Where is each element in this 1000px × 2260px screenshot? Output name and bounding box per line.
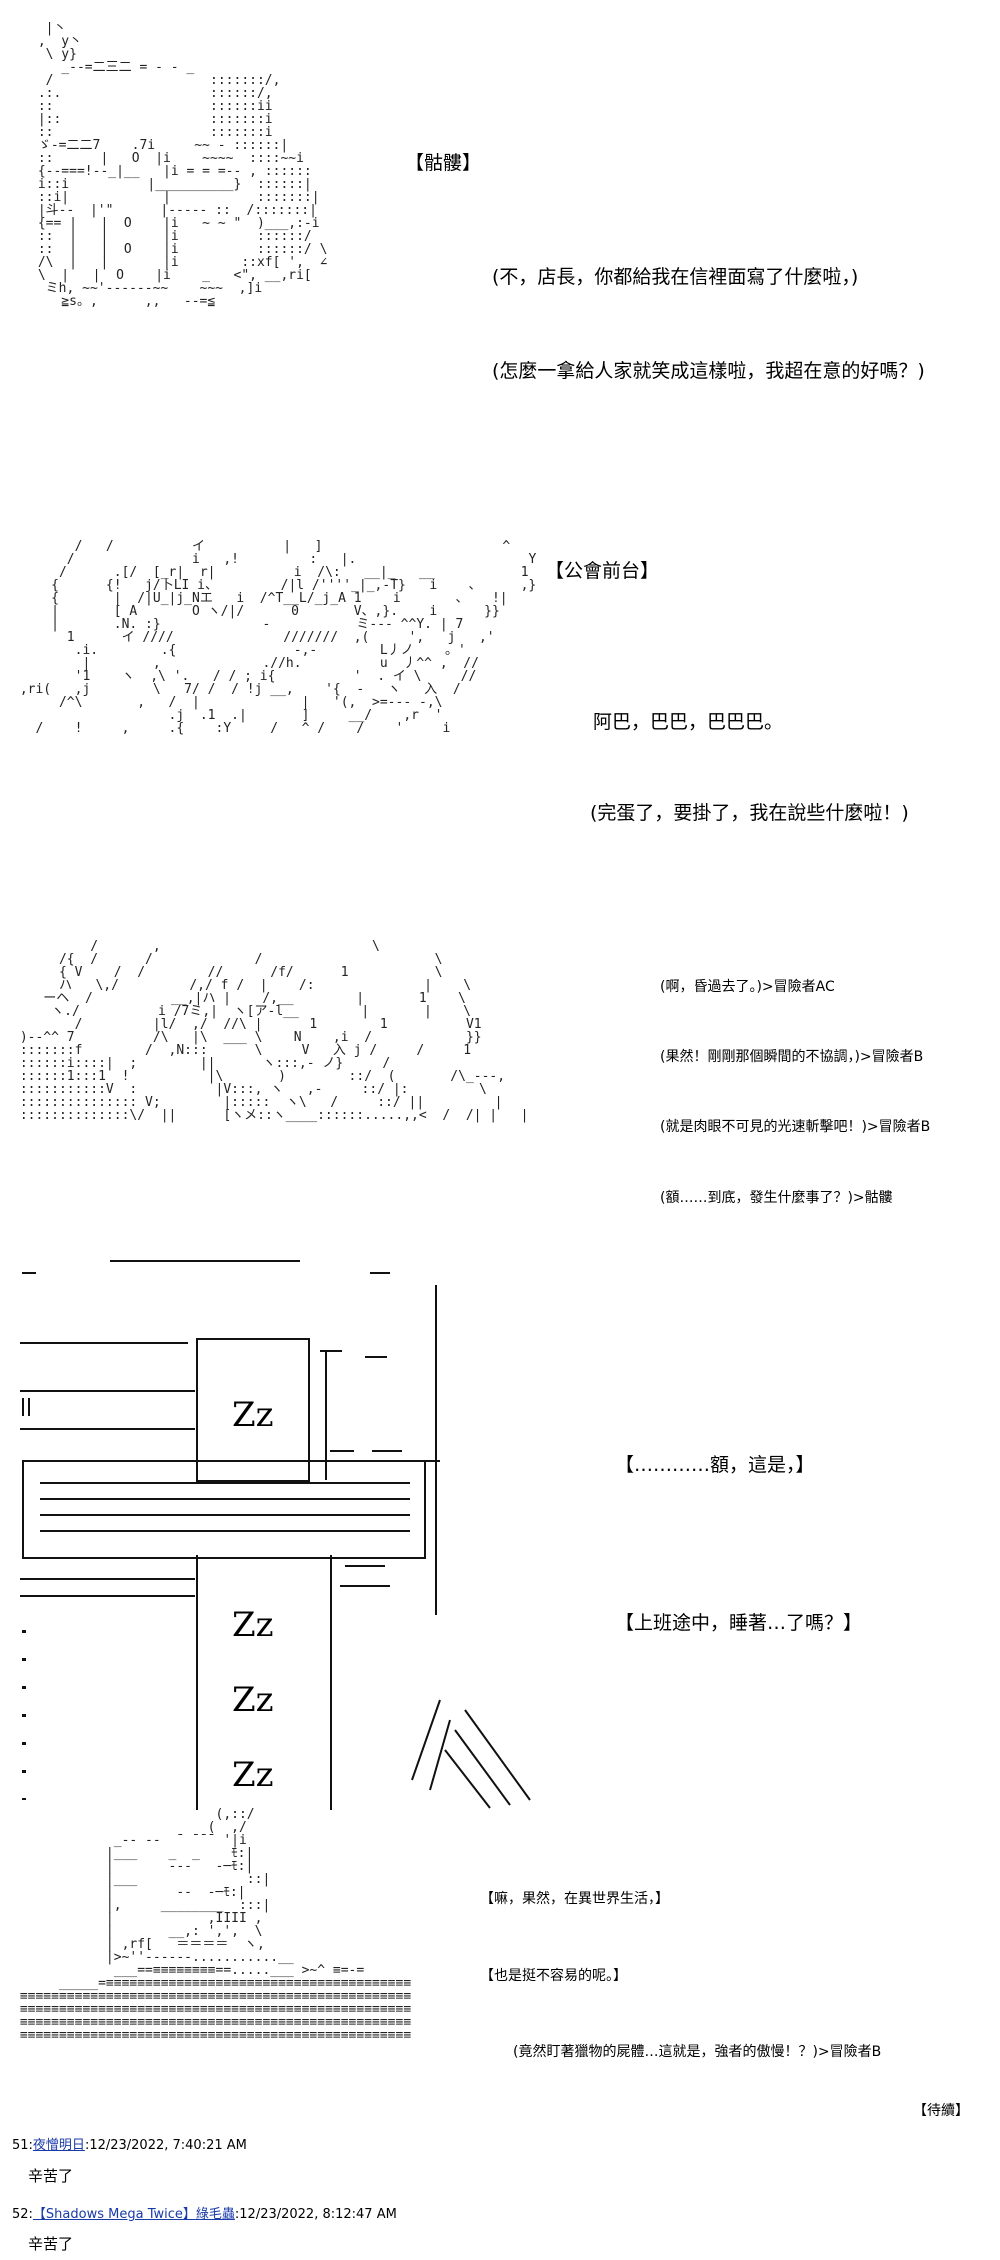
panel5-line-2: 【也是挺不容易的呢。】: [480, 1968, 627, 1984]
panel3-line-1: (啊，昏過去了。)>冒險者AC: [660, 979, 835, 995]
panel2-line-2: (完蛋了，要掛了，我在說些什麼啦！): [590, 802, 909, 824]
zz-mark-2: Zz: [232, 1605, 274, 1645]
comment-header-51: 51:夜憎明日:12/23/2022, 7:40:21 AM: [12, 2134, 247, 2153]
comment-number: 52:: [12, 2207, 33, 2222]
skeleton-ascii-art: |丶 , y丶 \ y} _--=二三二 = - - _ / :::::::/,…: [37, 21, 328, 309]
comment-author-group: 【Shadows Mega Twice】: [32, 2207, 196, 2222]
zz-mark-4: Zz: [232, 1755, 274, 1795]
panel1-speaker: 【骷髏】: [405, 152, 482, 174]
panel3-line-2: (果然！剛剛那個瞬間的不協調，)>冒險者B: [660, 1049, 924, 1065]
zz-mark-1: Zz: [232, 1395, 274, 1435]
fainted-ascii-art: / , \ /{ / / / \ { V / / // /f/ 1 \ ハ \,…: [19, 939, 529, 1123]
panel3-line-3: (就是肉眼不可見的光速斬擊吧！)>冒險者B: [660, 1119, 931, 1135]
comment-timestamp: :12/23/2022, 8:12:47 AM: [234, 2207, 397, 2222]
comment-author-link[interactable]: 【Shadows Mega Twice】綠毛蟲: [33, 2207, 235, 2222]
comment-author-link[interactable]: 夜憎明日: [32, 2138, 85, 2153]
panel3-line-4: (額……到底，發生什麼事了？)>骷髏: [660, 1190, 893, 1206]
comment-text-52: 辛苦了: [28, 2235, 74, 2253]
comment-timestamp: :12/23/2022, 7:40:21 AM: [84, 2138, 247, 2153]
panel1-line-1: (不，店長，你都給我在信裡面寫了什麼啦，): [492, 266, 859, 288]
skeleton-desk-ascii-art: (,::/ ( ,/ _-- -- ¯ ¯¯¯ '|i |___ _ _ ﾓ:|…: [19, 1807, 412, 2043]
panel5-line-1: 【嘛，果然，在異世界生活，】: [480, 1891, 669, 1907]
comment-header-52: 52:【Shadows Mega Twice】綠毛蟲:12/23/2022, 8…: [12, 2203, 397, 2222]
to-be-continued: 【待續】: [913, 2103, 969, 2119]
panel4-line-1: 【…………額，這是，】: [615, 1454, 815, 1476]
panel2-speaker: 【公會前台】: [545, 560, 660, 582]
panel2-line-1: 阿巴，巴巴，巴巴巴。: [593, 711, 784, 733]
panel1-line-2: (怎麼一拿給人家就笑成這樣啦，我超在意的好嗎？): [492, 360, 925, 382]
comment-number: 51:: [12, 2138, 33, 2153]
comment-text-51: 辛苦了: [28, 2167, 74, 2185]
comment-author-name: 綠毛蟲: [195, 2207, 235, 2222]
panel4-line-2: 【上班途中，睡著…了嗎？】: [615, 1612, 863, 1634]
receptionist-ascii-art: / / イ | ] ^ / i ,! : |. Y / .[/ [_r| r| …: [19, 539, 537, 736]
sleeping-scene-drawing: Zz Zz Zz Zz: [0, 1250, 560, 1810]
zz-mark-3: Zz: [232, 1680, 274, 1720]
panel5-line-3: (竟然盯著獵物的屍體…這就是，強者的傲慢！？)>冒險者B: [513, 2044, 882, 2060]
